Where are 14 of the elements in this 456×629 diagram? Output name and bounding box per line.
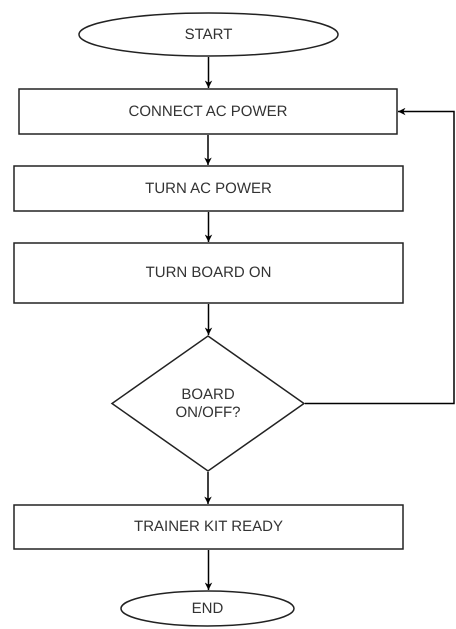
arrow bbox=[204, 57, 212, 88]
node-label: CONNECT AC POWER bbox=[128, 102, 288, 120]
arrow bbox=[204, 212, 212, 242]
node-label: TURN AC POWER bbox=[145, 180, 272, 198]
arrow bbox=[204, 135, 212, 165]
arrow bbox=[204, 472, 212, 504]
arrow bbox=[204, 550, 212, 590]
arrow bbox=[305, 108, 455, 404]
node-label: BOARD ON/OFF? bbox=[174, 386, 242, 422]
node-label: START bbox=[184, 26, 232, 44]
node-label: END bbox=[192, 600, 224, 618]
arrow bbox=[204, 304, 212, 335]
node-label: TRAINER KIT READY bbox=[134, 518, 283, 536]
node-label: TURN BOARD ON bbox=[146, 264, 272, 282]
